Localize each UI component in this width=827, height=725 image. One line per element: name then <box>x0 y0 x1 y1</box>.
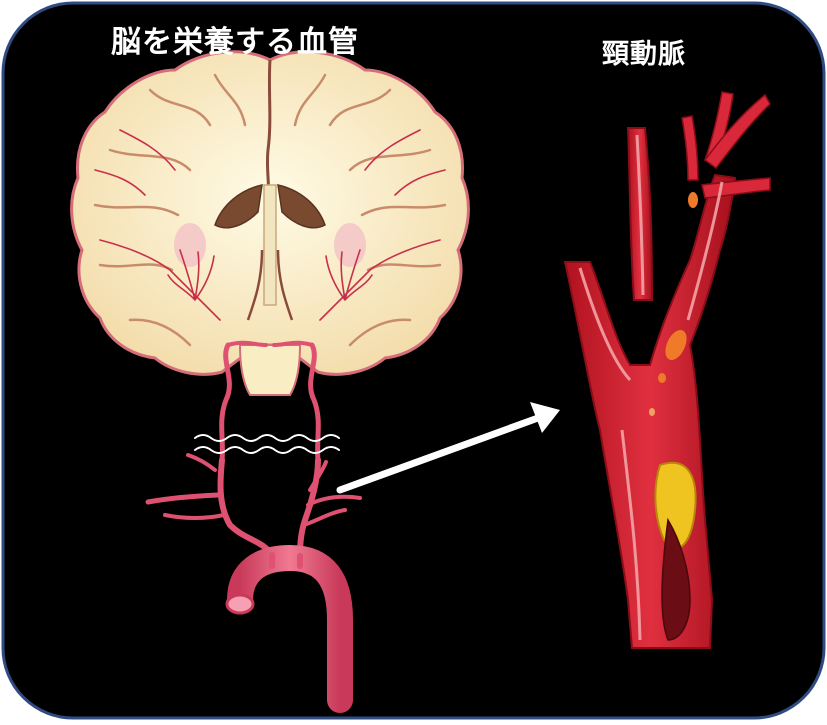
brain-coronal-section-icon <box>72 52 469 395</box>
left-title: 脳を栄養する血管 <box>111 17 359 61</box>
right-title: 頸動脈 <box>602 32 686 71</box>
